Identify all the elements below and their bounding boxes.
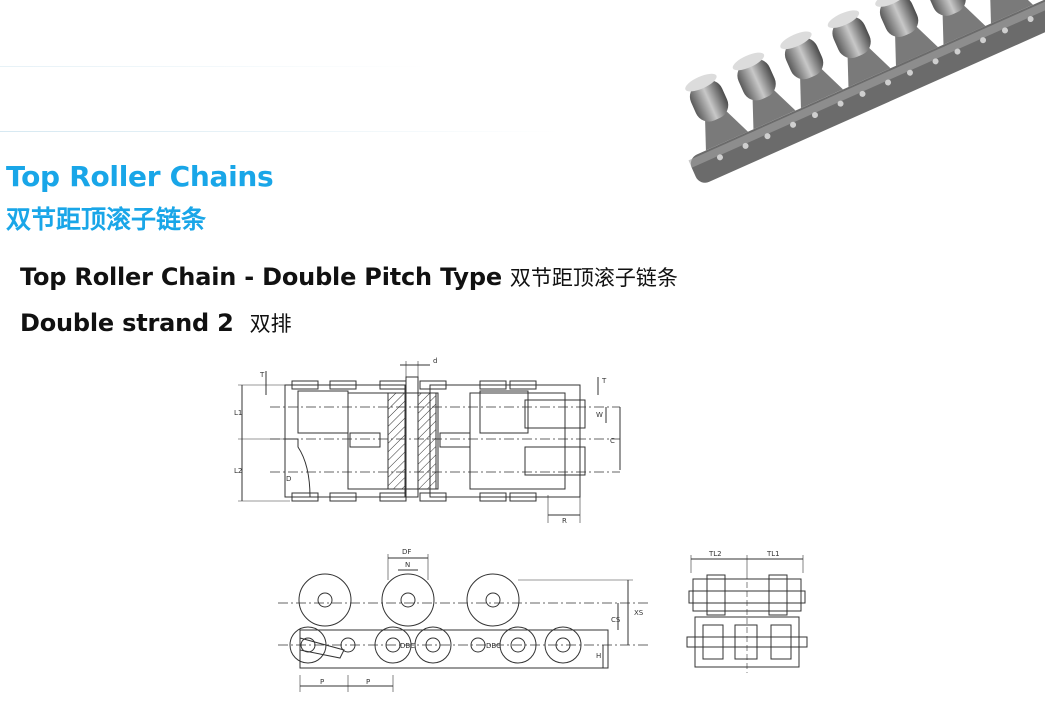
strand-subtitle-english: Double strand 2 [20,309,234,337]
dim-label-d-small: D [286,475,291,483]
dim-label-cs: CS [611,616,621,624]
end-view-drawing: TL2 TL1 [686,550,808,673]
top-view-drawing: d T T L1 L2 D W C R [234,357,621,525]
dim-label-l1: L1 [234,409,242,417]
dim-label-w: W [596,411,603,419]
hero-decor-line [0,131,560,132]
dim-label-l2: L2 [234,467,242,475]
dim-label-xs: XS [634,609,644,617]
dim-label-r: R [562,517,567,525]
dim-label-p1: P [320,678,324,686]
page-title-chinese: 双节距顶滚子链条 [6,205,207,234]
dim-label-df: DF [402,548,411,556]
section-title-chinese: 双节距顶滚子链条 [509,266,678,290]
dim-label-tl2: TL2 [708,550,722,558]
dim-label-t-right: T [601,377,607,385]
dim-label-dbc2: DBC [486,642,501,650]
chain-product-photo [685,0,1045,183]
section-title: Top Roller Chain - Double Pitch Type 双节距顶… [20,262,678,292]
hero-decor-line-2 [0,66,430,67]
dim-label-p2: P [366,678,370,686]
dim-label-h: H [596,652,601,660]
section-title-english: Top Roller Chain - Double Pitch Type [20,263,502,291]
dim-label-t-left: T [259,371,265,379]
dim-label-d: d [433,357,437,365]
page-title: Top Roller Chains [6,160,274,193]
dim-label-c: C [610,437,615,445]
dim-label-n: N [405,561,410,569]
dim-label-tl1: TL1 [766,550,780,558]
dim-label-dbc1: DBC [400,642,415,650]
strand-subtitle-chinese: 双排 [249,312,292,336]
side-view-drawing: DF N XS CS H P P DBC DBC [278,548,648,692]
strand-subtitle: Double strand 2 双排 [20,308,292,338]
